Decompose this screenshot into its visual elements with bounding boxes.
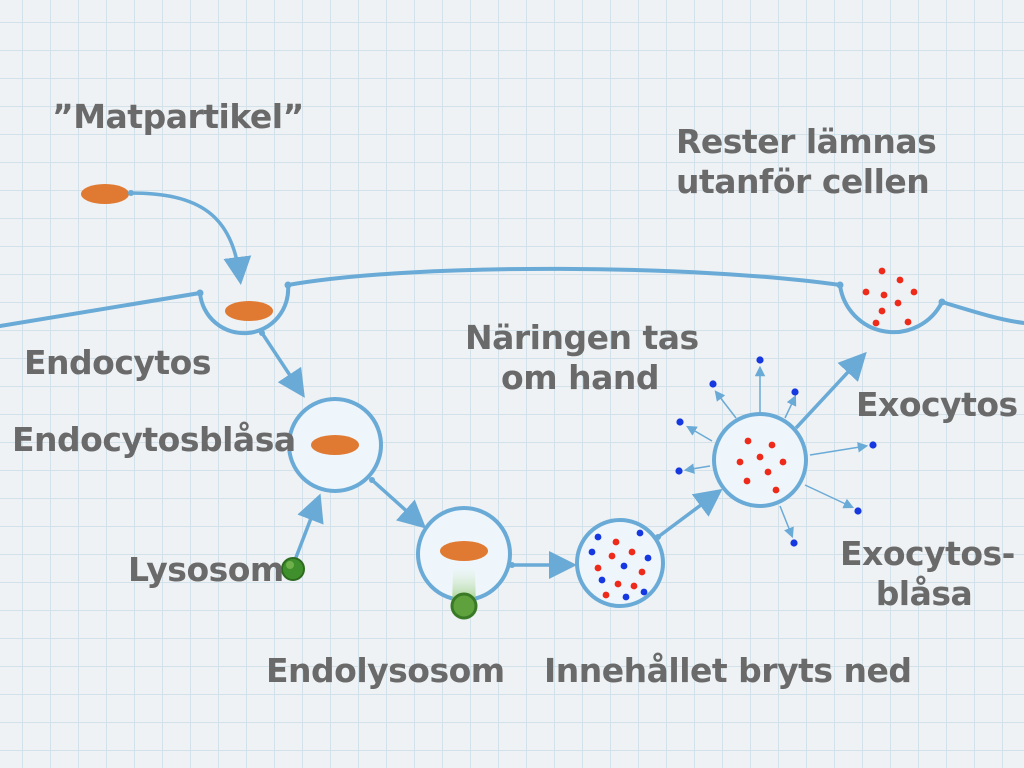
label-endocytosis: Endocytos xyxy=(24,343,212,382)
label-residues-line2: utanför cellen xyxy=(676,162,930,201)
label-exocytic-vesicle-line2: blåsa xyxy=(875,574,973,613)
label-food-particle: ”Matpartikel” xyxy=(52,97,304,136)
exocytic-residue-particles xyxy=(736,437,787,494)
label-residues-line1: Rester lämnas xyxy=(676,122,937,161)
arrow-to-exocytosis xyxy=(794,351,867,430)
arrow-to-endolysosome xyxy=(370,478,427,529)
arrow-particle-to-membrane xyxy=(129,191,252,285)
digestion-vesicle xyxy=(575,518,665,608)
food-particle-outside xyxy=(81,184,129,204)
label-exocytic-vesicle: Exocytos- blåsa xyxy=(840,534,1015,614)
arrow-to-exocytic-vesicle xyxy=(656,488,723,539)
arrow-lysosome-to-vesicle xyxy=(293,493,324,561)
food-particle-vesicle xyxy=(311,435,359,455)
fused-lysosome xyxy=(450,592,478,620)
arrow-to-endocytic-vesicle xyxy=(260,332,305,398)
label-endolysosome: Endolysosom xyxy=(266,651,505,690)
label-exocytic-vesicle-line1: Exocytos- xyxy=(840,534,1015,573)
digestion-particles xyxy=(588,529,652,601)
nutrient-release-arrows xyxy=(683,365,869,539)
exocytosis-residue-particles xyxy=(862,267,918,327)
label-nutrition-processed: Näringen tas om hand xyxy=(465,318,699,398)
label-content-broken-down: Innehållet bryts ned xyxy=(544,651,912,690)
lysosome xyxy=(281,557,305,581)
label-nutrition-line1: Näringen tas xyxy=(465,318,699,357)
label-residues-leave-cell: Rester lämnas utanför cellen xyxy=(676,122,937,202)
food-particle-endocytosis xyxy=(225,301,273,321)
cell-membrane xyxy=(0,266,1024,336)
label-lysosome: Lysosom xyxy=(128,550,284,589)
food-particle-endolysosome xyxy=(440,541,488,561)
released-nutrients xyxy=(675,356,877,547)
label-endocytic-vesicle: Endocytosblåsa xyxy=(12,420,296,459)
label-exocytosis: Exocytos xyxy=(856,385,1018,424)
label-nutrition-line2: om hand xyxy=(501,358,659,397)
